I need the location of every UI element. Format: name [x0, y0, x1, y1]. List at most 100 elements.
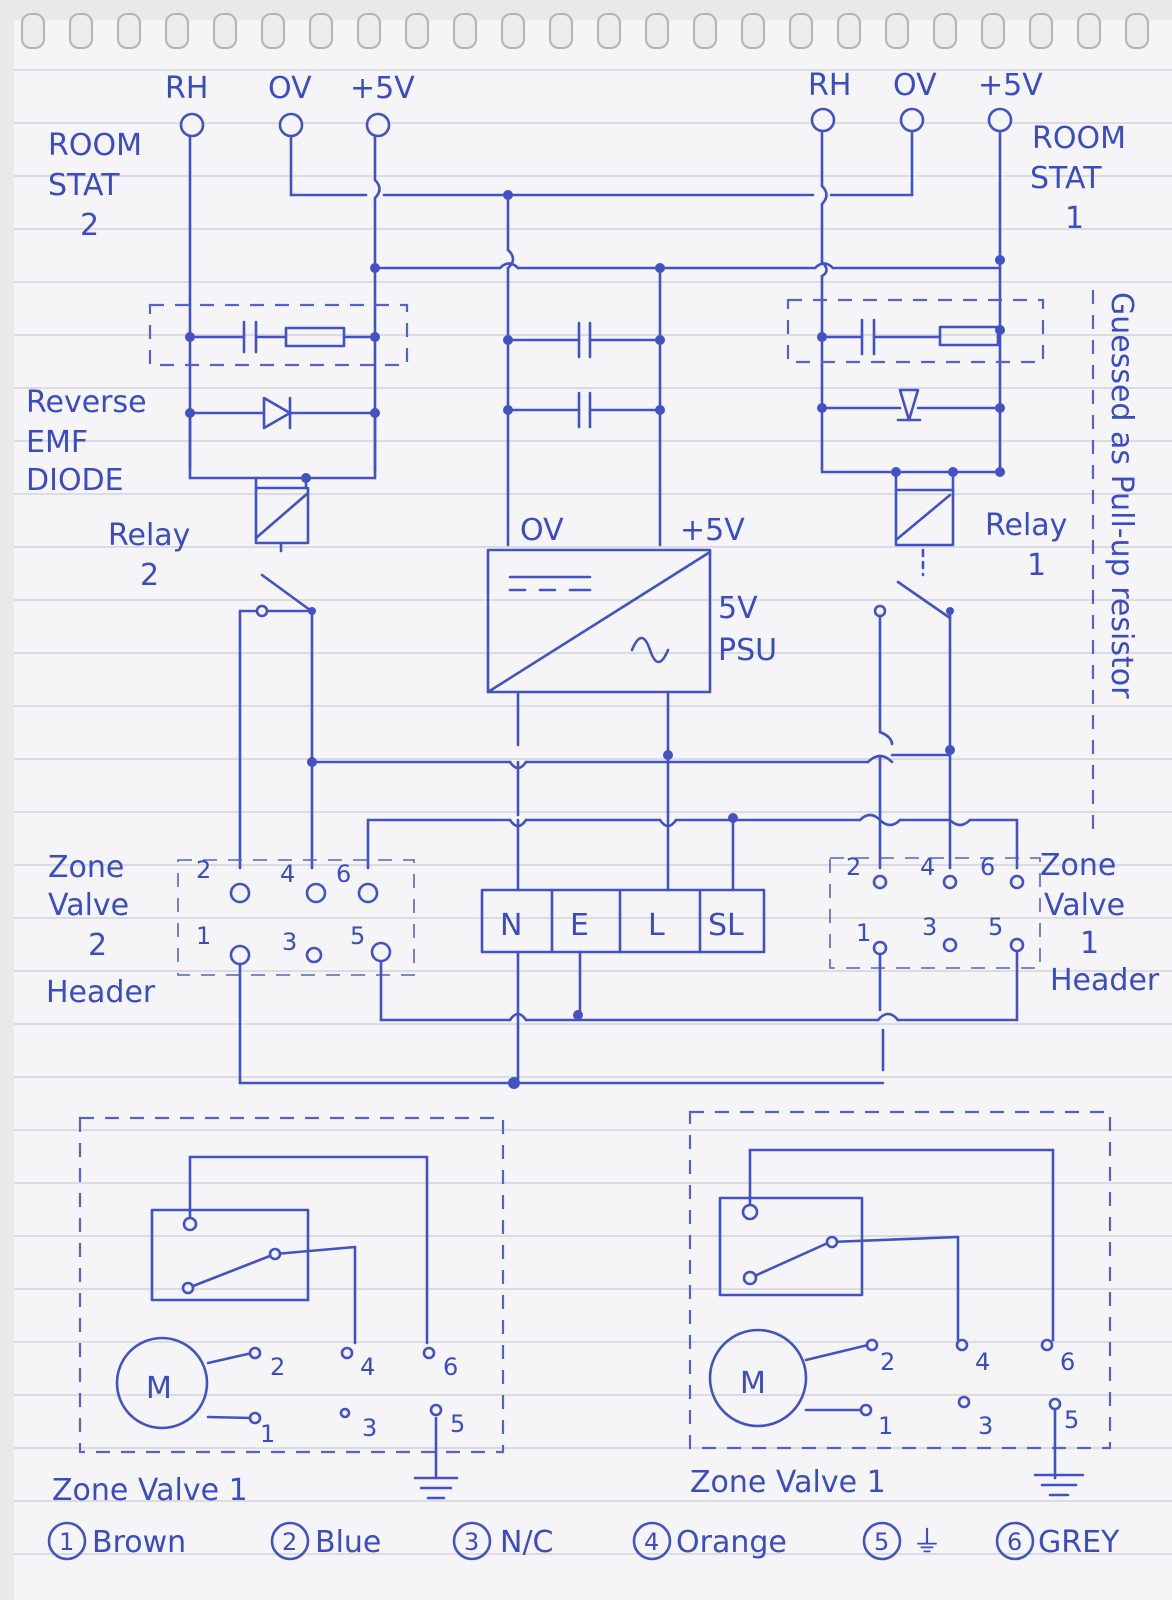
header1-pin-2	[872, 874, 888, 890]
stat2-rh-label: RH	[165, 71, 208, 106]
stat1-rh-terminal	[810, 107, 836, 133]
middle-junctions	[307, 745, 955, 823]
relay2-label-line2: 2	[140, 558, 159, 593]
paper	[14, 20, 1172, 1600]
header2-label-line1: Zone	[48, 850, 124, 885]
pullup-box-left	[148, 303, 409, 367]
stat1-rh-label: RH	[808, 68, 851, 103]
header2-pin-4	[305, 882, 327, 904]
ruled-lines	[14, 69, 1172, 1555]
header1-pin-label: 5	[988, 913, 1003, 941]
header2-pin-5	[370, 941, 392, 963]
stat1-ov-label: OV	[893, 68, 937, 103]
valve-right-pin-label: 4	[975, 1348, 990, 1376]
header2-pin-label: 1	[196, 922, 211, 950]
valve-right-outline	[688, 1110, 1112, 1450]
stat2-ov-label: OV	[268, 71, 312, 106]
mains-terminal-block: N E L SL	[480, 888, 766, 954]
stat1-title-line2: STAT	[1030, 161, 1102, 196]
middle-wiring	[310, 690, 1019, 892]
earth-icon: ⏚	[912, 1525, 942, 1560]
stat1-title-line1: ROOM	[1032, 121, 1126, 156]
room-stat-1: RH OV +5V ROOM STAT 1	[808, 68, 1126, 236]
valve-right-pin-label: 5	[1064, 1406, 1079, 1434]
spiral-binding	[21, 13, 1149, 49]
stat2-rh-terminal	[179, 112, 205, 138]
header1-pin-label: 4	[920, 853, 935, 881]
header1-label-line2: Valve	[1044, 888, 1125, 923]
header1-label-line3: 1	[1080, 926, 1099, 961]
header1-pin-6	[1009, 874, 1025, 890]
psu-label-line2: PSU	[718, 633, 777, 668]
relay2-circuit: Reverse EMF DIODE Relay 2	[26, 303, 409, 870]
psu-ov-label: OV	[520, 513, 564, 548]
header1-pin-label: 1	[856, 919, 871, 947]
header2-pin-label: 6	[336, 860, 351, 888]
pullup-note: Guessed as Pull-up resistor	[1091, 290, 1139, 830]
header1-pin-3	[942, 937, 958, 953]
header1-pin-label: 6	[980, 853, 995, 881]
header2-pin-label: 2	[196, 856, 211, 884]
stat2-ov-terminal	[278, 112, 304, 138]
valve-right-pin-label: 6	[1060, 1348, 1075, 1376]
stat2-plus5-terminal	[365, 112, 391, 138]
legend-number: 3	[464, 1528, 479, 1556]
zone-valve-left-drawing: M 2 4 6 1 3 5 Zone Valve 1	[52, 1116, 505, 1508]
psu-plus5-label: +5V	[680, 513, 745, 548]
stat1-title-line3: 1	[1065, 201, 1084, 236]
valve-right-pin-label: 2	[880, 1348, 895, 1376]
valve-left-pin-label: 6	[443, 1353, 458, 1381]
pullup-box-right	[786, 298, 1045, 364]
valve-right-caption: Zone Valve 1	[690, 1465, 886, 1500]
stat2-title-line1: ROOM	[48, 128, 142, 163]
legend-number: 6	[1007, 1528, 1022, 1556]
terminal-live: L	[648, 908, 665, 943]
zone-valve-2-header: Zone Valve 2 Header 2 4 6 1 3 5	[46, 850, 415, 1010]
wire-colour-legend: 1 Brown 2 Blue 3 N/C 4 Orange 5 ⏚ 6 GREY	[47, 1521, 1120, 1561]
zone-valve-right-drawing: M 2 4 6 1 3 5 Zone Valve 1	[688, 1110, 1112, 1500]
header2-pin-6	[357, 882, 379, 904]
top-junctions	[370, 190, 1005, 273]
stat1-plus5-terminal	[987, 107, 1013, 133]
header2-pin-2	[229, 882, 251, 904]
header2-label-line2: Valve	[48, 888, 129, 923]
valve-left-pin-label: 5	[450, 1410, 465, 1438]
header2-pin-3	[305, 946, 323, 964]
psu: OV +5V 5V PSU	[486, 513, 777, 694]
header2-label-line4: Header	[46, 975, 156, 1010]
room-stat-2: RH OV +5V ROOM STAT 2	[48, 71, 415, 243]
valve-left-caption: Zone Valve 1	[52, 1473, 248, 1508]
motor-icon: M	[740, 1366, 766, 1401]
diode-label-line2: EMF	[26, 425, 88, 460]
terminal-neutral: N	[500, 908, 522, 943]
header1-label-line4: Header	[1050, 963, 1160, 998]
diode-label-line1: Reverse	[26, 385, 147, 420]
psu-label-line1: 5V	[718, 591, 758, 626]
terminal-earth: E	[570, 908, 589, 943]
header2-pin-label: 3	[282, 928, 297, 956]
header1-pin-label: 2	[846, 853, 861, 881]
header1-pin-4	[942, 874, 958, 890]
header2-label-line3: 2	[88, 928, 107, 963]
header2-pin-1	[229, 944, 251, 966]
header2-pin-label: 5	[350, 922, 365, 950]
valve-left-pin-label: 1	[260, 1420, 275, 1448]
zone-valve-1-header: Zone Valve 1 Header 2 4 6 1 3 5	[829, 848, 1160, 998]
legend-number: 1	[59, 1528, 74, 1556]
legend-text: N/C	[500, 1525, 554, 1560]
valve-left-pin-label: 2	[270, 1353, 285, 1381]
valve-left-pin-label: 4	[360, 1353, 375, 1381]
relay1-label-line1: Relay	[985, 508, 1067, 543]
legend-text: Brown	[92, 1525, 186, 1560]
stat2-plus5-label: +5V	[350, 71, 415, 106]
pullup-note-text: Guessed as Pull-up resistor	[1104, 292, 1139, 699]
legend-text: GREY	[1038, 1525, 1120, 1560]
stat2-title-line3: 2	[80, 208, 99, 243]
lower-wiring	[238, 949, 1019, 1085]
legend-number: 4	[644, 1528, 659, 1556]
stat2-title-line2: STAT	[48, 168, 120, 203]
valve-right-pin-label: 3	[978, 1412, 993, 1440]
diode-label-line3: DIODE	[26, 463, 124, 498]
terminal-switched-live: SL	[708, 908, 744, 943]
